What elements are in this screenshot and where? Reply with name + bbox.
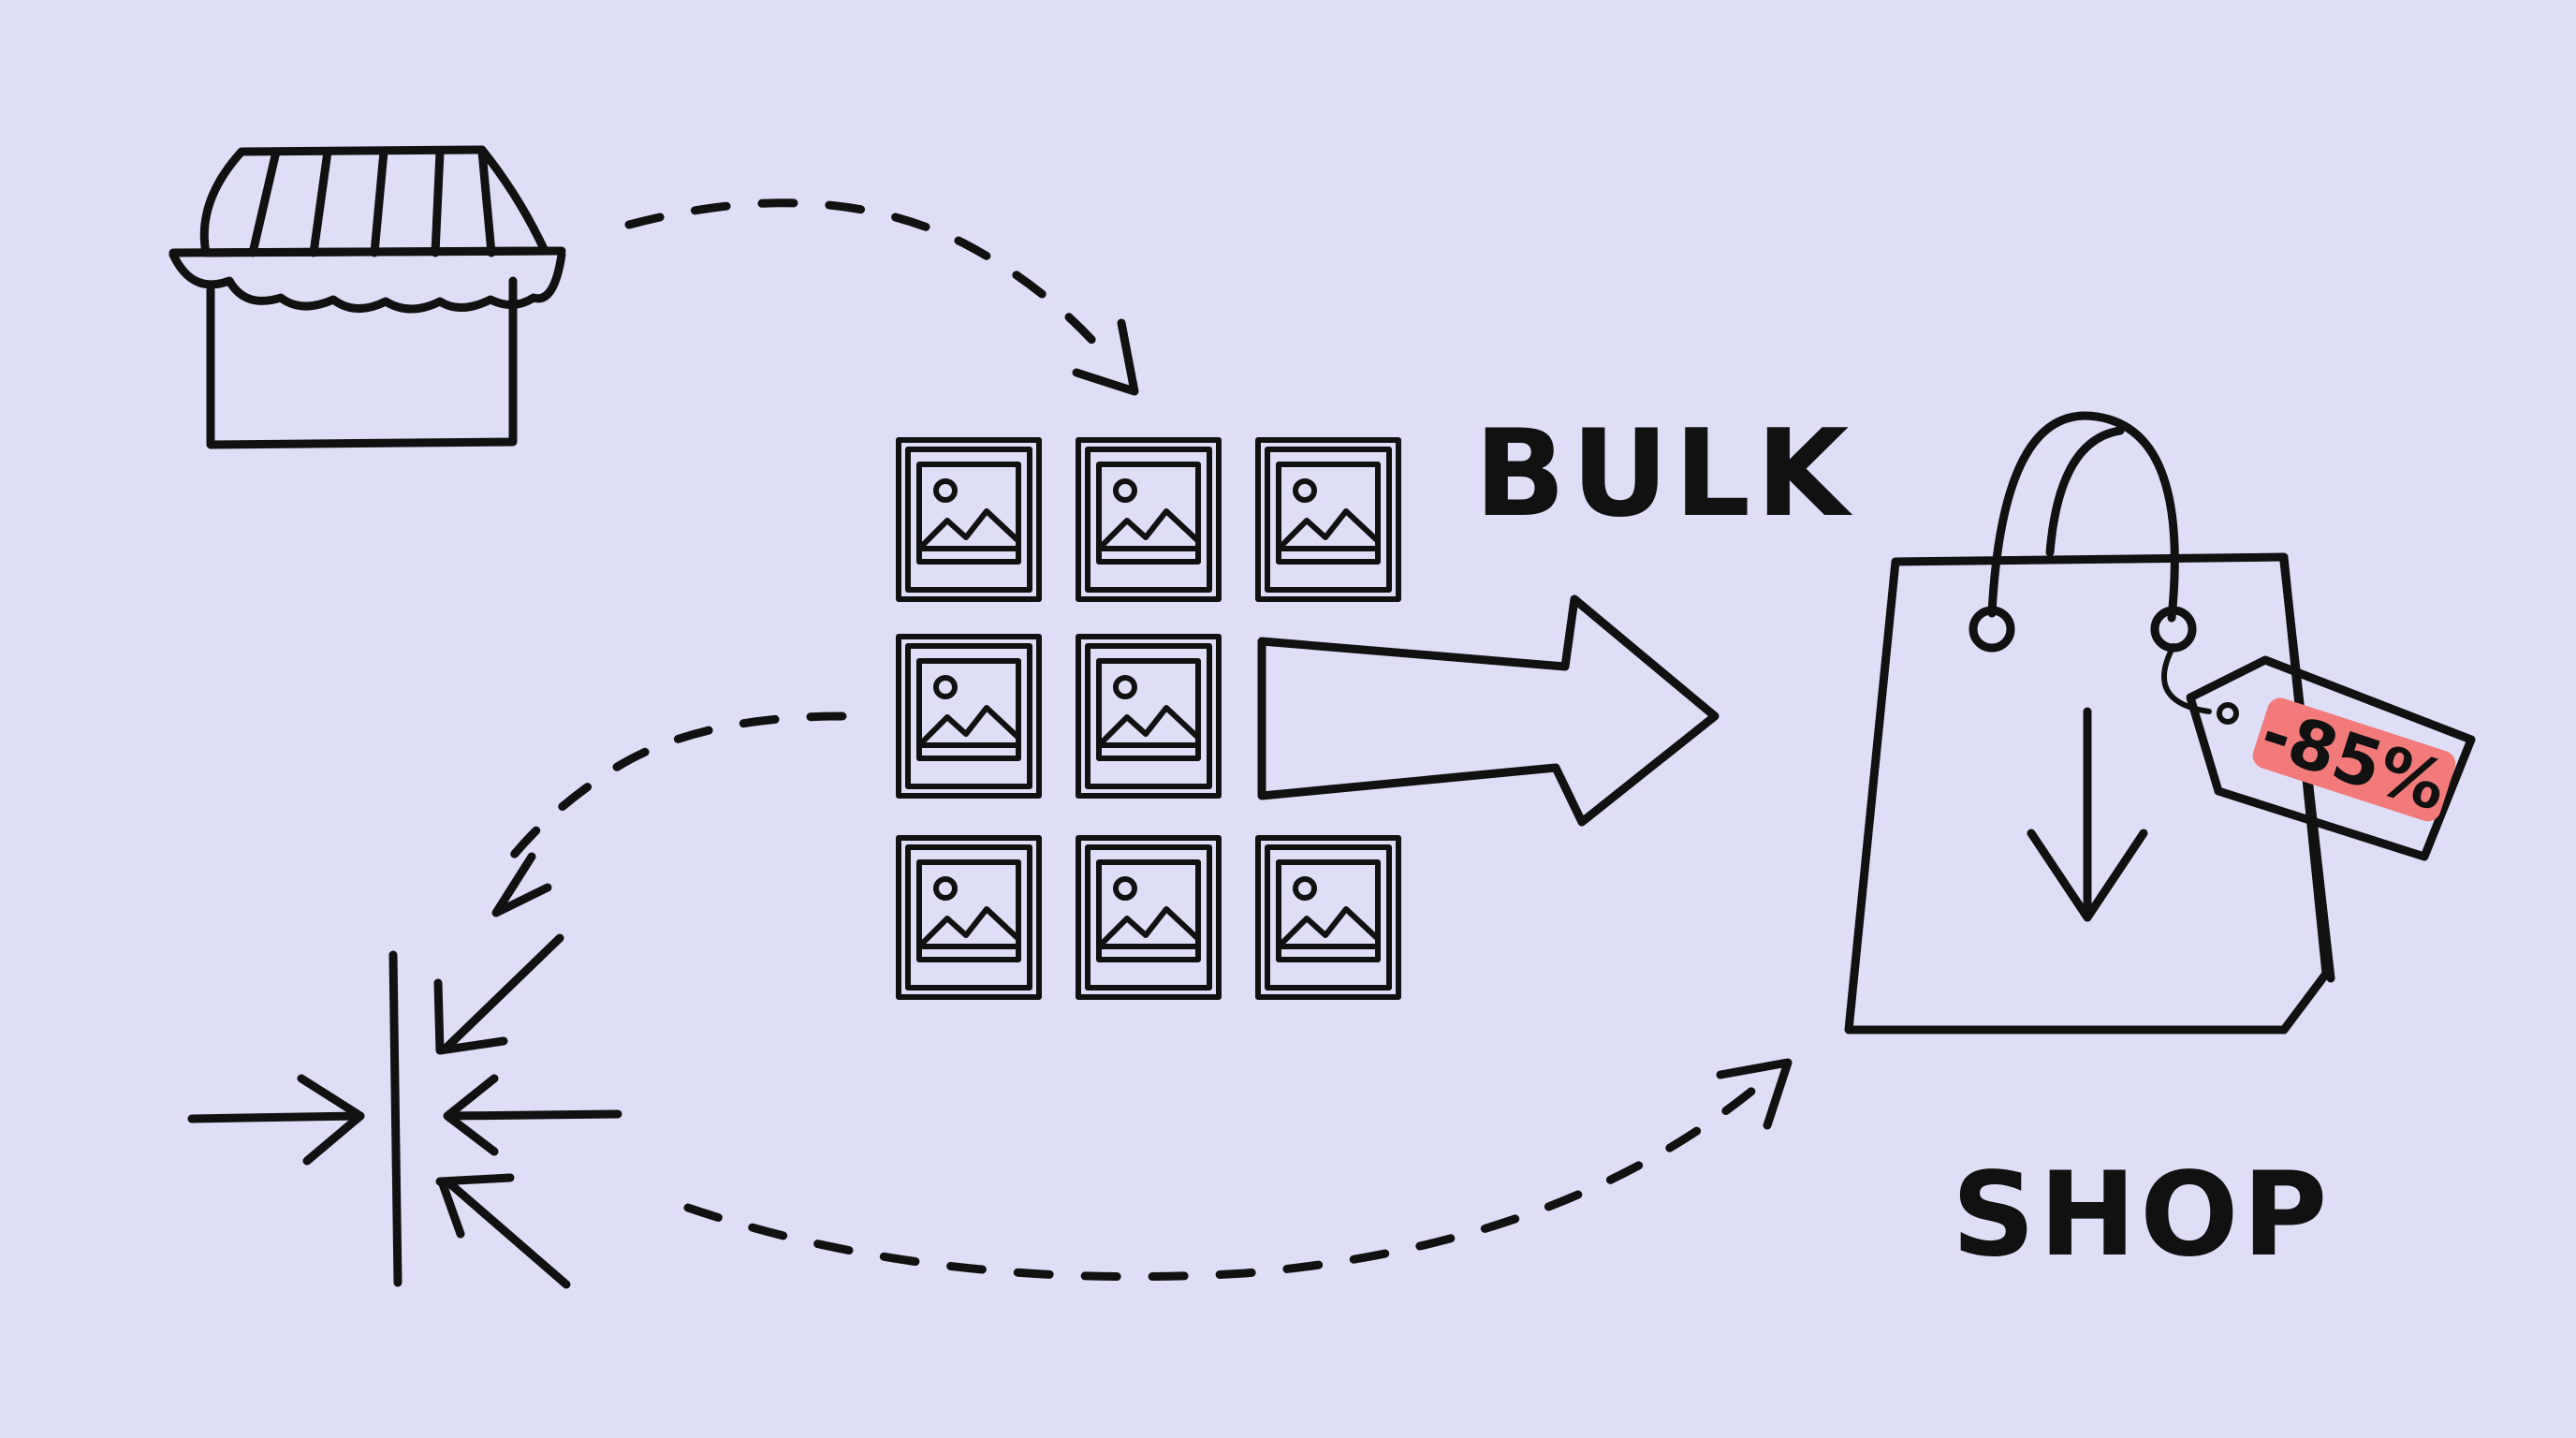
discount-label: -85% bbox=[2252, 693, 2456, 826]
storefront-icon bbox=[168, 145, 566, 449]
shopping-bag-icon bbox=[1844, 411, 2335, 1034]
image-thumbnail-icon bbox=[1258, 440, 1398, 599]
bulk-label: BULK bbox=[1474, 404, 1854, 544]
flow-arrow-store-to-grid bbox=[624, 198, 1139, 396]
image-grid bbox=[899, 440, 1398, 997]
image-thumbnail-icon bbox=[899, 440, 1039, 599]
image-thumbnail-icon bbox=[1078, 440, 1219, 599]
bulk-arrow-icon bbox=[1257, 594, 1720, 827]
flow-arrow-grid-to-compress bbox=[491, 712, 847, 917]
price-tag-icon: -85% bbox=[2161, 643, 2476, 861]
image-thumbnail-icon bbox=[899, 637, 1039, 796]
shop-label: SHOP bbox=[1952, 1148, 2331, 1283]
image-thumbnail-icon bbox=[899, 838, 1039, 997]
image-thumbnail-icon bbox=[1078, 838, 1219, 997]
image-thumbnail-icon bbox=[1078, 637, 1219, 796]
compress-arrows-icon bbox=[187, 933, 622, 1289]
flow-arrow-compress-to-shop bbox=[683, 1058, 1793, 1282]
image-thumbnail-icon bbox=[1258, 838, 1398, 997]
